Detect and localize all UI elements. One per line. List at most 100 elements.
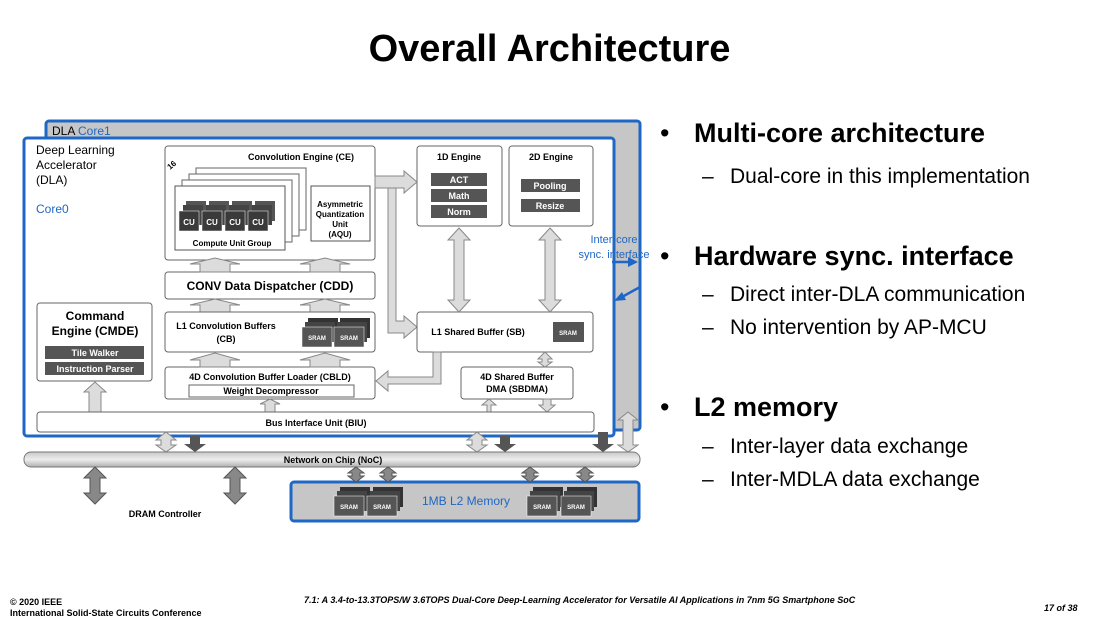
bullet-2-sub-1: –Direct inter-DLA communication	[702, 283, 1026, 306]
cu-label-2: CU	[206, 218, 218, 227]
core1-label: DLA Core1	[52, 124, 111, 138]
bullet-2-sub-2: –No intervention by AP-MCU	[702, 316, 987, 339]
bullet-dot: •	[660, 118, 670, 148]
sbdma-biu-arrow-up	[480, 398, 498, 413]
biu-noc-arrows	[154, 411, 640, 453]
sb-label: L1 Shared Buffer (SB)	[431, 327, 525, 337]
l2-sram-stack	[333, 487, 597, 517]
act-box	[431, 173, 487, 186]
cdd-label: CONV Data Dispatcher (CDD)	[187, 279, 354, 293]
bullet-dot: •	[660, 241, 670, 271]
biu-to-cmde-arrow	[82, 381, 108, 413]
sb-sbdma-arrow	[536, 351, 554, 368]
engine-2d-title: 2D Engine	[529, 152, 573, 162]
intercore-label-1: Inter-core	[590, 234, 637, 246]
cdd-box	[164, 271, 376, 300]
l2-sram-label-3: SRAM	[533, 505, 551, 511]
footer-copyright: © 2020 IEEE	[10, 597, 63, 607]
cb-sram-label-2: SRAM	[340, 336, 358, 342]
ce-title: Convolution Engine (CE)	[248, 152, 354, 162]
cdd-to-ce-arrows	[189, 257, 351, 273]
noc-bar	[23, 451, 641, 468]
dla-title-1: Deep Learning	[36, 143, 115, 157]
bullet-2: • Hardware sync. interface	[660, 241, 1014, 272]
cb-to-cdd-arrows	[189, 298, 351, 313]
instruction-parser-label: Instruction Parser	[56, 364, 134, 374]
l2-sram-label-1: SRAM	[340, 505, 358, 511]
bullet-dot: •	[660, 392, 670, 422]
cb-title-2: (CB)	[217, 334, 236, 344]
instruction-parser-box	[45, 362, 144, 375]
sb-box	[416, 311, 594, 353]
cmde-title-2: Engine (CMDE)	[52, 324, 139, 338]
bullet-2-sub-2-text: No intervention by AP-MCU	[730, 316, 987, 339]
cb-sram-stack	[301, 318, 370, 348]
l2-memory-label: 1MB L2 Memory	[422, 494, 510, 508]
bullet-3-sub-1: –Inter-layer data exchange	[702, 435, 969, 458]
aqu-line-4: (AQU)	[328, 230, 351, 239]
cu-label-3: CU	[229, 218, 241, 227]
dla-title-2: Accelerator	[36, 158, 97, 172]
slide-title: Overall Architecture	[368, 28, 731, 70]
bullet-1-sub-1: –Dual-core in this implementation	[702, 165, 1030, 188]
act-label: ACT	[450, 175, 469, 185]
aqu-box	[310, 185, 371, 242]
footer-conference: International Solid-State Circuits Confe…	[10, 608, 202, 618]
cu-label-4: CU	[252, 218, 264, 227]
bullet-3: • L2 memory	[660, 392, 838, 423]
l2-sram-label-2: SRAM	[373, 505, 391, 511]
math-box	[431, 189, 487, 202]
page-number: 17 of 38	[1044, 603, 1078, 613]
aqu-line-3: Unit	[332, 220, 348, 229]
weight-decompressor-box	[188, 384, 355, 398]
math-label: Math	[449, 191, 470, 201]
ce-to-engine-arrows	[374, 169, 418, 340]
pooling-label: Pooling	[534, 181, 567, 191]
intercore-label-2: sync. interface	[579, 249, 650, 261]
bullet-2-sub-1-text: Direct inter-DLA communication	[730, 283, 1026, 306]
sbdma-biu-arrow-down	[537, 398, 557, 413]
sbdma-label-2: DMA (SBDMA)	[486, 384, 548, 394]
aqu-line-1: Asymmetric	[317, 200, 363, 209]
cb-sram-label-1: SRAM	[308, 336, 326, 342]
biu-box	[36, 411, 595, 433]
pooling-box	[521, 179, 580, 192]
core0-label: Core0	[36, 202, 69, 216]
bullet-3-label: L2 memory	[694, 392, 839, 422]
sb-to-cbld-arrow	[375, 351, 442, 393]
bullet-1-sub-1-text: Dual-core in this implementation	[730, 165, 1030, 188]
aqu-line-2: Quantization	[316, 210, 365, 219]
norm-label: Norm	[447, 207, 471, 217]
cmde-box	[36, 302, 153, 382]
biu-label: Bus Interface Unit (BIU)	[265, 418, 366, 428]
biu-to-cbld-arrow	[259, 398, 281, 413]
bullet-2-label: Hardware sync. interface	[694, 241, 1014, 271]
engine-sb-arrows	[446, 227, 563, 313]
intercore-arrows	[612, 257, 641, 301]
resize-box	[521, 199, 580, 212]
sbdma-box	[460, 366, 574, 400]
cmde-title-1: Command	[66, 309, 125, 323]
cu-label-1: CU	[183, 218, 195, 227]
cbld-to-cb-arrows	[189, 352, 351, 368]
noc-label: Network on Chip (NoC)	[284, 455, 383, 465]
bullet-1: • Multi-core architecture	[660, 118, 985, 149]
bullet-3-sub-1-text: Inter-layer data exchange	[730, 435, 969, 458]
dram-arrows	[82, 466, 248, 505]
cbld-label: 4D Convolution Buffer Loader (CBLD)	[189, 372, 351, 382]
tile-walker-box	[45, 346, 144, 359]
weight-decompressor-label: Weight Decompressor	[223, 386, 319, 396]
l2-sram-label-4: SRAM	[567, 505, 585, 511]
l2-arrows	[346, 466, 595, 483]
cu-blocks	[178, 201, 275, 232]
resize-label: Resize	[536, 201, 565, 211]
sb-sram-label: SRAM	[559, 331, 577, 337]
dla-title-3: (DLA)	[36, 173, 67, 187]
sbdma-label-1: 4D Shared Buffer	[480, 372, 554, 382]
cb-title-1: L1 Convolution Buffers	[176, 321, 276, 331]
norm-box	[431, 205, 487, 218]
footer-paper-title: 7.1: A 3.4-to-13.3TOPS/W 3.6TOPS Dual-Co…	[304, 595, 856, 605]
bullet-3-sub-2-text: Inter-MDLA data exchange	[730, 468, 980, 491]
sb-sram	[553, 322, 584, 342]
bullet-1-label: Multi-core architecture	[694, 118, 986, 148]
